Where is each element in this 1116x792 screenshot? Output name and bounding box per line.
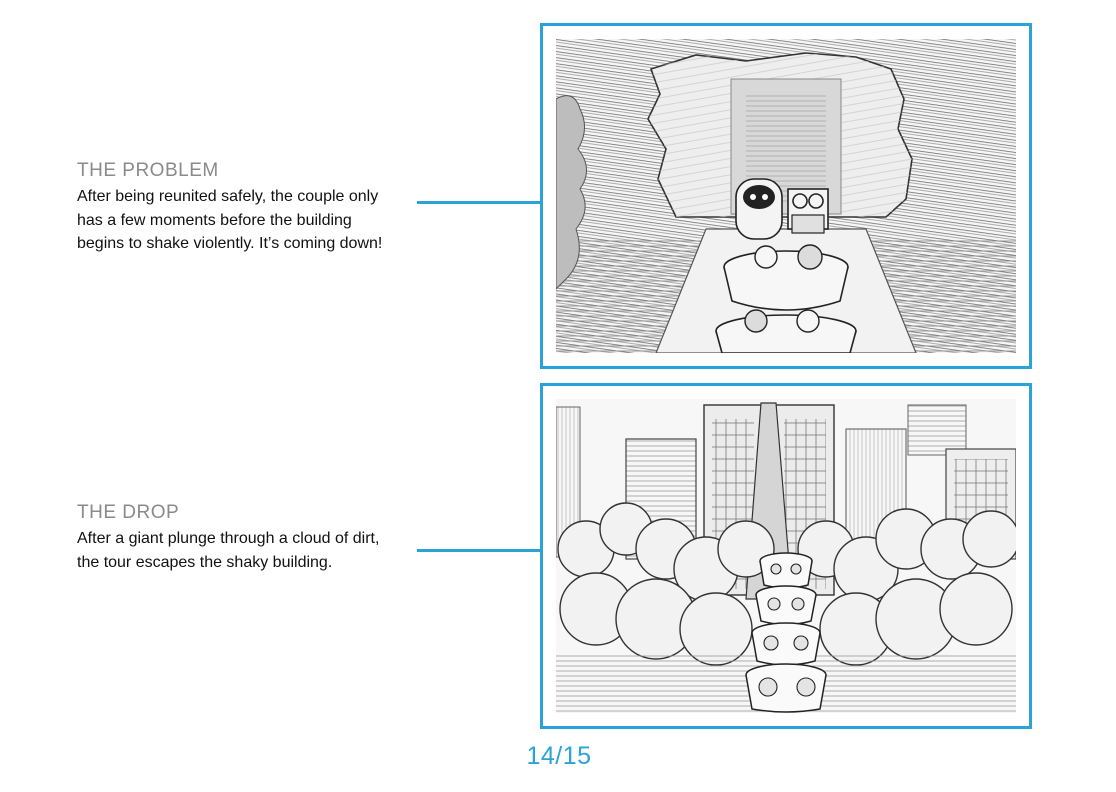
panel-drop-frame <box>540 383 1032 729</box>
panel-drop-connector <box>417 549 542 552</box>
panel-problem-connector <box>417 201 542 204</box>
panel-problem-text: THE PROBLEM After being reunited safely,… <box>77 160 397 256</box>
panel-problem-description: After being reunited safely, the couple … <box>77 188 383 252</box>
page-number: 14/15 <box>526 742 592 770</box>
panel-drop-heading: THE DROP <box>77 502 180 523</box>
panel-drop-text: THE DROP After a giant plunge through a … <box>77 502 397 574</box>
panel-problem-sketch <box>556 39 1016 353</box>
panel-problem-frame <box>540 23 1032 369</box>
panel-drop-sketch <box>556 399 1016 713</box>
panel-problem-heading: THE PROBLEM <box>77 160 219 181</box>
panel-drop-description: After a giant plunge through a cloud of … <box>77 530 380 571</box>
